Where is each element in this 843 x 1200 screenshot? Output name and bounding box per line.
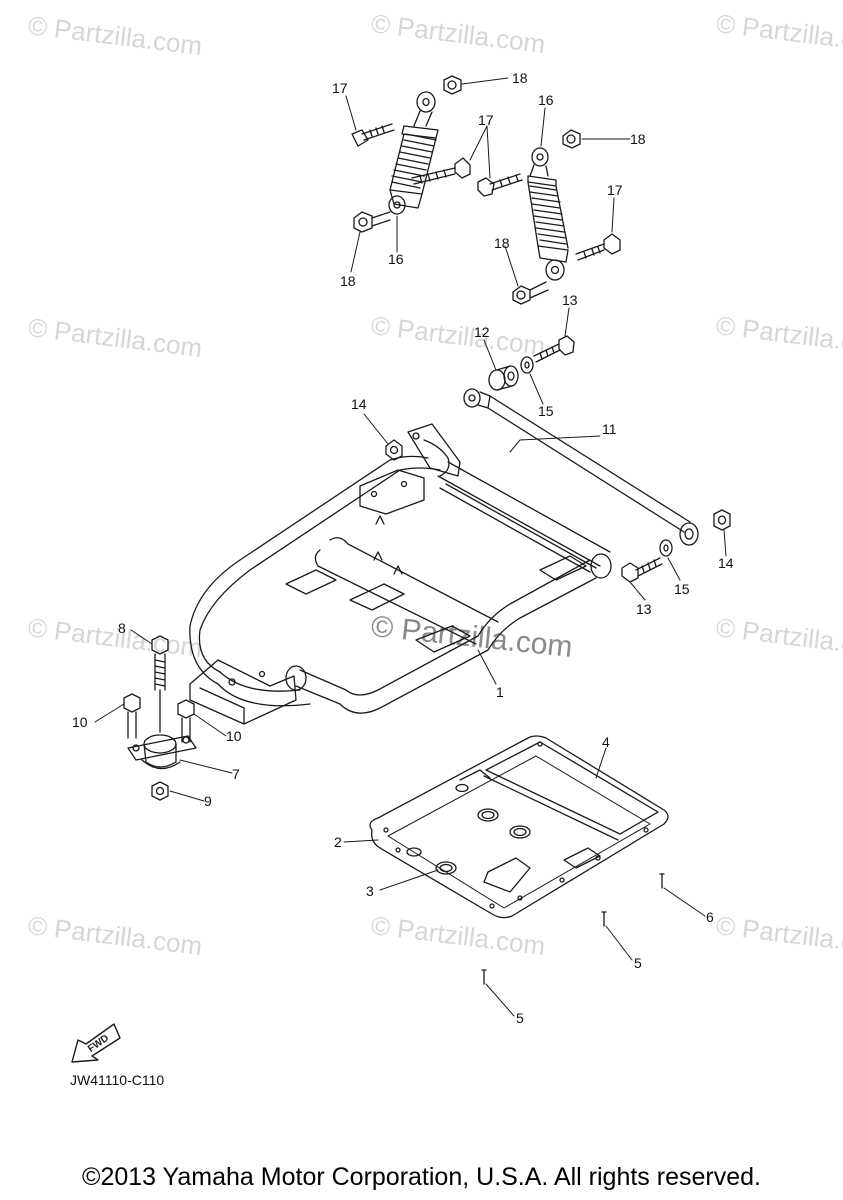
nut-14-frame [385,439,403,461]
callout: 11 [602,421,617,437]
bushing-12 [488,365,519,391]
callout: 14 [351,396,367,412]
callout: 18 [630,131,646,147]
callout: 8 [118,620,126,636]
callout: 17 [478,112,494,128]
callout: 16 [388,251,404,267]
nut-18-lower-left [353,211,391,233]
pin-5-lower [481,969,487,985]
callout: 13 [562,292,578,308]
callout: 15 [538,403,554,419]
nut-18-right-lower [512,281,549,305]
pin-6 [659,873,665,889]
callout: 14 [718,555,734,571]
callout: 17 [332,80,348,96]
bolt-13-top [533,335,575,363]
washer-15-lower [659,539,673,557]
callout: 15 [674,581,690,597]
callout: 5 [634,955,642,971]
callout: 6 [706,909,714,925]
fwd-arrow-icon: FWD [71,1023,121,1063]
callout: 18 [494,235,510,251]
callout: 7 [232,766,240,782]
callout: 16 [538,92,554,108]
callout: 2 [334,834,342,850]
callout: 13 [636,601,652,617]
nut-18-top [443,75,462,95]
leader-lines [94,77,727,1017]
frame-1 [189,423,612,725]
shock-absorber-left [388,91,439,215]
callout: 1 [496,684,504,700]
bolt-13-lower [621,557,663,583]
callout: 9 [204,793,212,809]
callout: 10 [72,714,88,730]
callout: 18 [512,70,528,86]
bolt-17-right [575,233,621,261]
engine-mount-7 [127,734,197,770]
callout: 3 [366,883,374,899]
nut-9 [151,781,169,801]
torque-rod-11 [463,388,699,546]
bolt-10-right [177,699,195,743]
nut-18-right-top [562,129,581,149]
callout: 18 [340,273,356,289]
callout: 10 [226,728,242,744]
washer-15-top [520,356,534,374]
bolt-17-center [411,157,523,197]
bolt-17-upper-left [351,123,395,147]
shock-absorber-right [527,147,569,281]
nut-14-right [713,509,731,531]
copyright-notice: ©2013 Yamaha Motor Corporation, U.S.A. A… [82,1163,761,1191]
callout: 12 [474,324,490,340]
callout: 5 [516,1010,524,1026]
callout: 17 [607,182,623,198]
bolt-8 [151,635,169,733]
bolt-10-left [123,693,141,739]
floor-plate [369,735,669,919]
pin-5-upper [601,911,607,927]
callout: 4 [602,734,610,750]
diagram-code: JW41110-C110 [70,1072,165,1088]
